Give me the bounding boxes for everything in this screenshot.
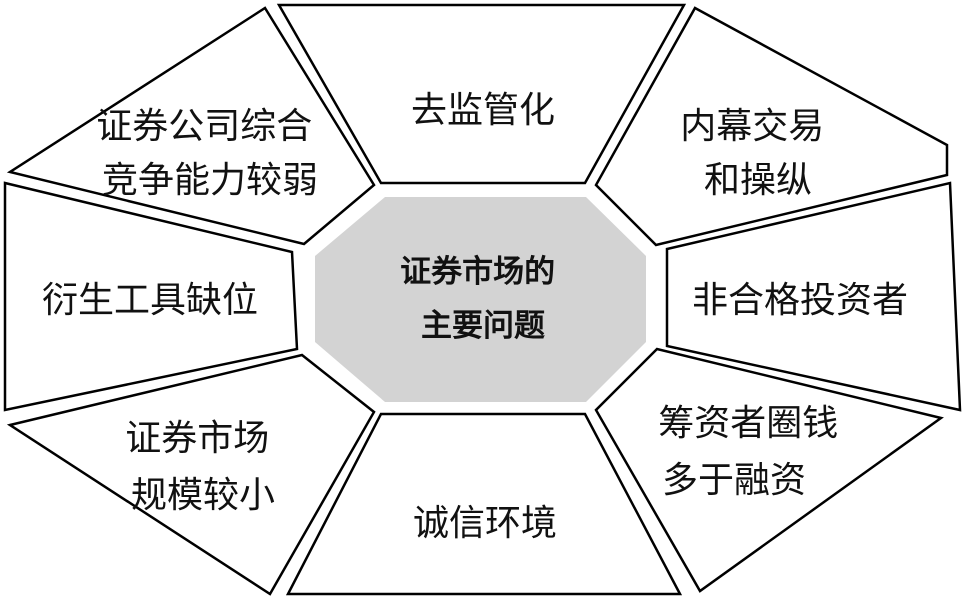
center-label: 证券市场的 主要问题 — [400, 254, 566, 344]
segment-bottom-label-line-1: 诚信环境 — [413, 503, 557, 544]
segment-bottom-left — [6, 353, 376, 596]
segment-bottom-left-label: 证券市场 规模较小 — [125, 418, 280, 516]
center-label-line-1: 证券市场的 — [400, 254, 555, 290]
segment-bottom-right — [594, 347, 944, 593]
segment-top-right — [594, 6, 949, 247]
segment-top-right-label-line-1: 内幕交易 — [680, 106, 824, 147]
center-octagon — [315, 197, 646, 402]
segment-top-right-label: 内幕交易 和操纵 — [680, 106, 835, 201]
segment-left — [3, 181, 299, 412]
segment-right-label: 非合格投资者 — [692, 280, 908, 321]
segment-bottom-right-label-line-2: 多于融资 — [662, 460, 806, 501]
segment-top-right-label-line-2: 和操纵 — [704, 160, 812, 201]
segment-top-label: 去监管化 — [411, 90, 555, 131]
segment-top — [276, 3, 687, 185]
segment-bottom-right-label-line-1: 筹资者圈钱 — [658, 403, 838, 444]
segment-top-left — [6, 6, 376, 246]
segment-left-label-line-1: 衍生工具缺位 — [42, 280, 258, 321]
center-label-line-2: 主要问题 — [421, 308, 545, 344]
segment-top-left-label-line-1: 证券公司综合 — [96, 106, 312, 147]
segment-top-label-line-1: 去监管化 — [411, 90, 555, 131]
segment-left-label: 衍生工具缺位 — [42, 280, 258, 321]
segment-bottom-left-label-line-2: 规模较小 — [131, 475, 275, 516]
segment-bottom-label: 诚信环境 — [413, 503, 557, 544]
segment-right — [665, 181, 962, 412]
segment-top-left-label-line-2: 竞争能力较弱 — [102, 160, 318, 201]
segment-top-left-label: 证券公司综合 竞争能力较弱 — [96, 106, 323, 201]
segment-bottom-left-label-line-1: 证券市场 — [125, 418, 269, 459]
segment-bottom — [285, 412, 683, 596]
segment-bottom-right-label: 筹资者圈钱 多于融资 — [658, 403, 849, 501]
segment-right-label-line-1: 非合格投资者 — [692, 280, 908, 321]
